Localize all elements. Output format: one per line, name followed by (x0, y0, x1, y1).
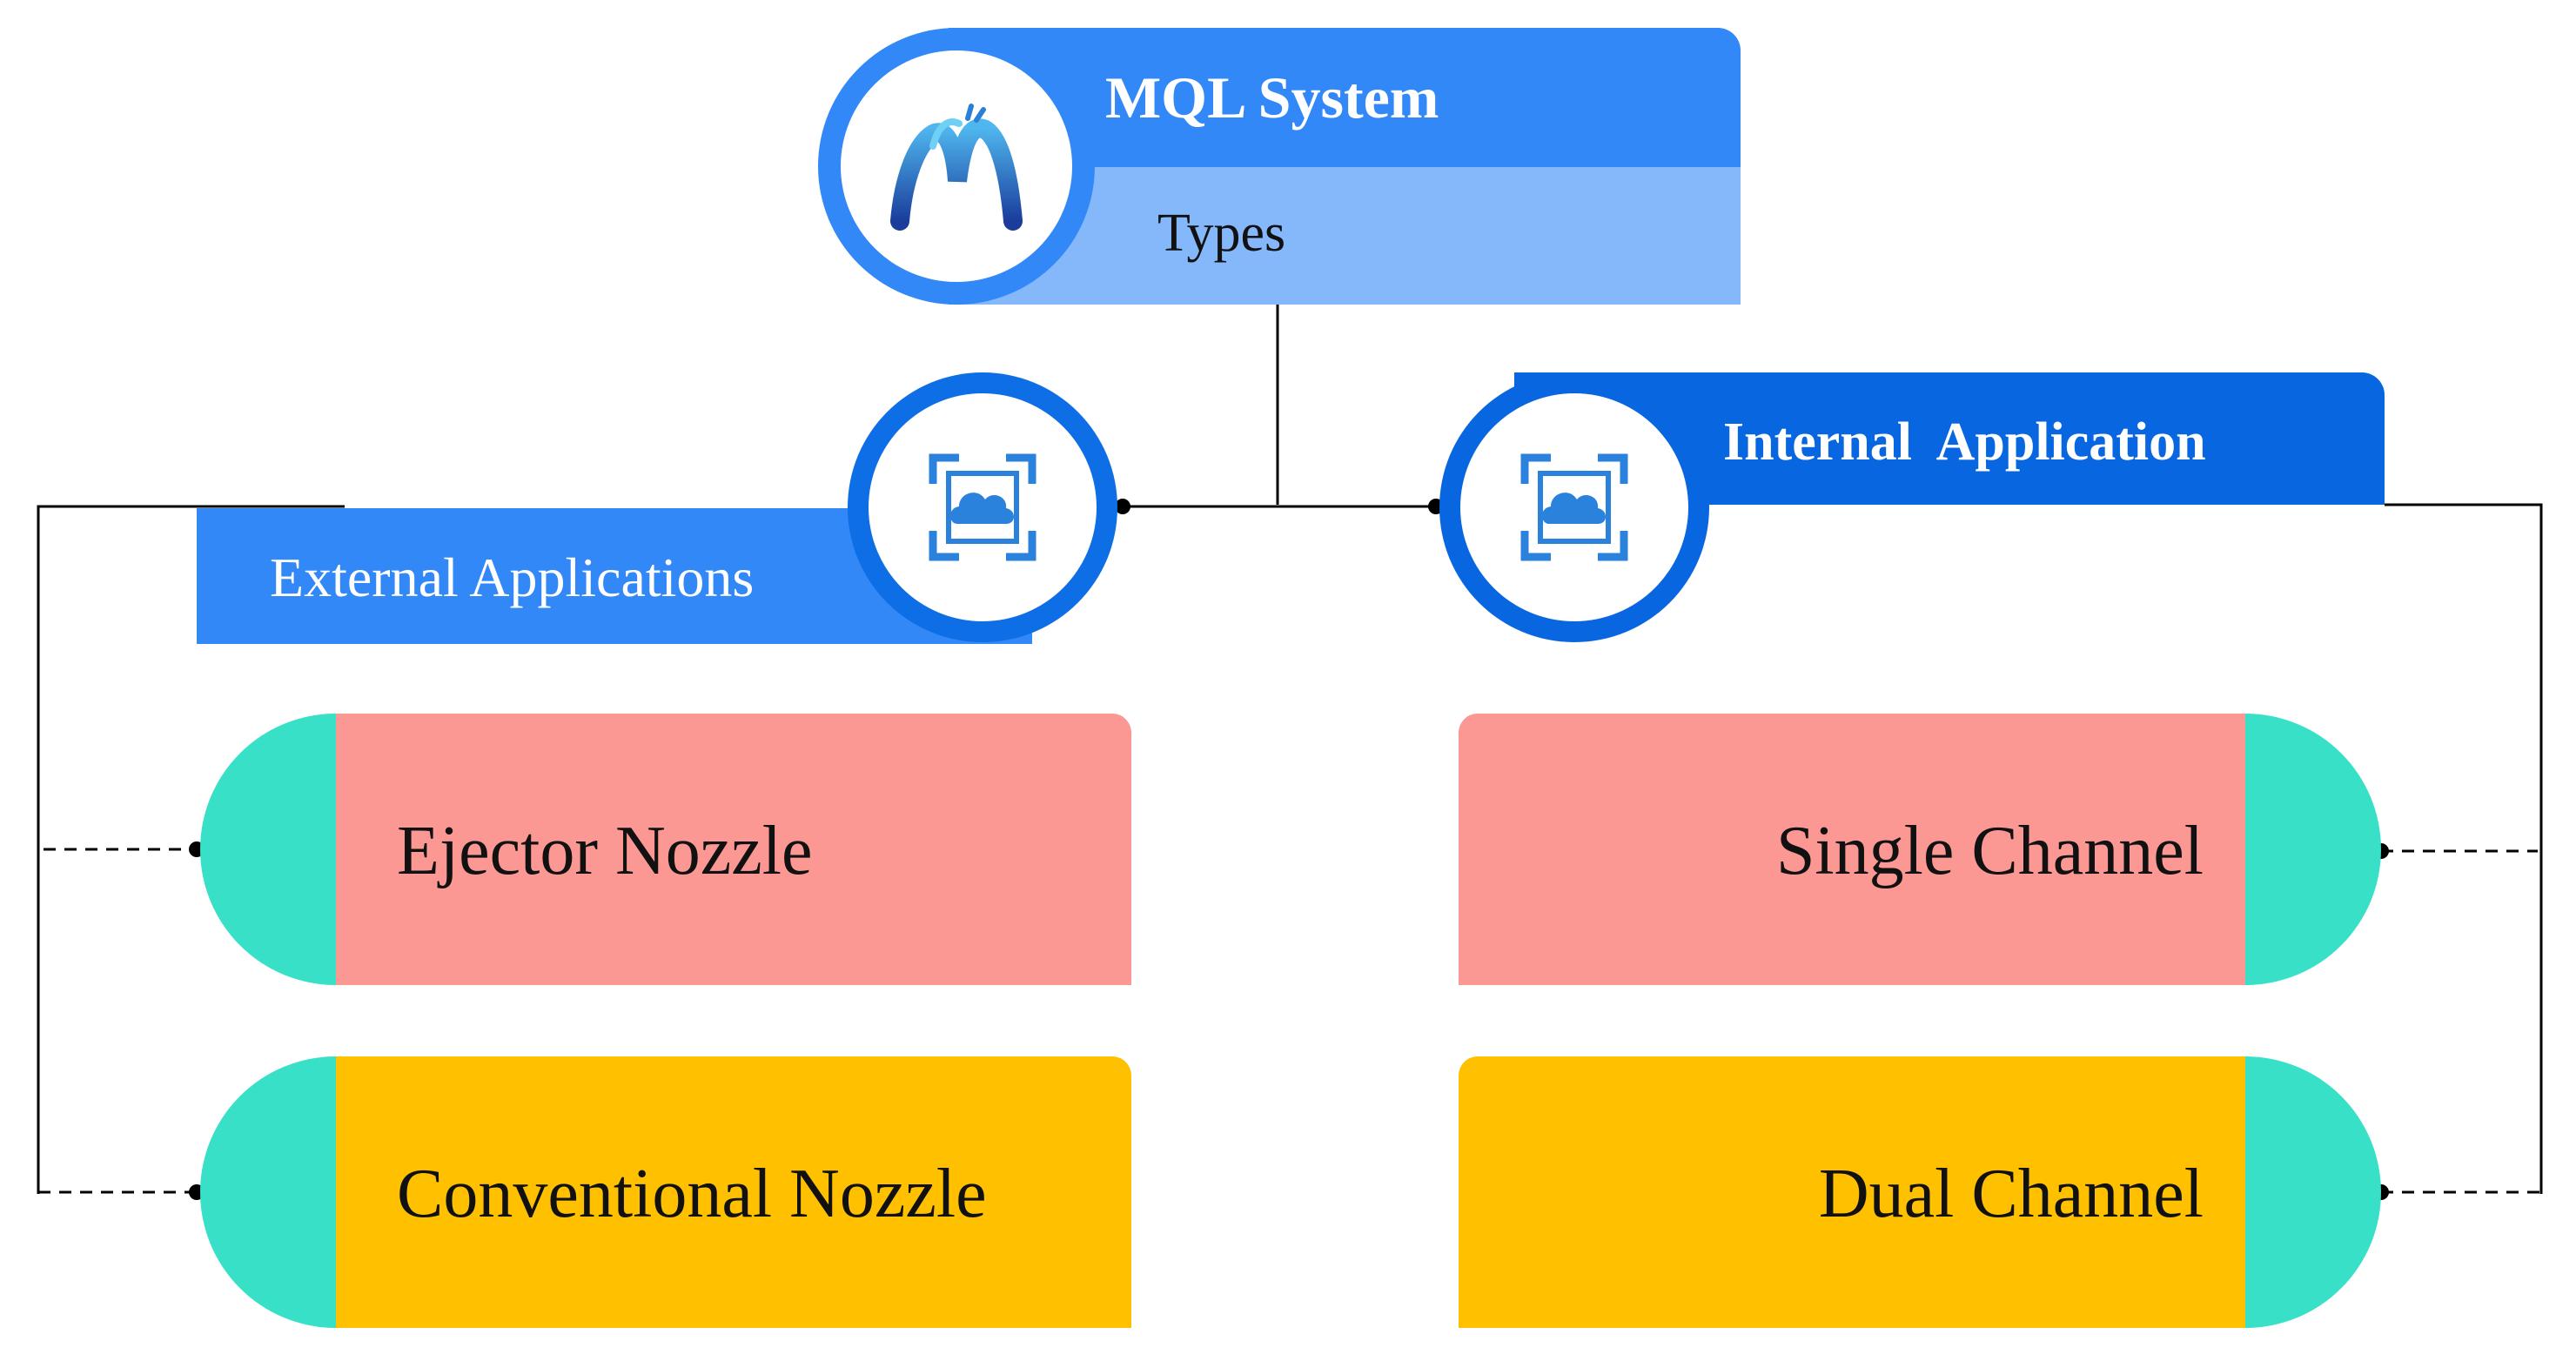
mql-logo-icon (841, 50, 1072, 282)
leaf-label: Dual Channel (1818, 1156, 2204, 1232)
leaf-label: Ejector Nozzle (397, 813, 813, 889)
left-bracket (37, 505, 345, 1194)
leaf-body (336, 1056, 1131, 1328)
leaf-cap (2245, 1056, 2381, 1328)
leaf-body (336, 714, 1131, 985)
root-logo-ring (818, 28, 1095, 305)
right-bracket (2385, 503, 2543, 1194)
root-title: MQL System (1105, 64, 1439, 131)
leaf-cap (2245, 714, 2381, 985)
cloud-app-icon (869, 393, 1097, 621)
leaf-cap (200, 714, 336, 985)
leaf-single-channel: Single Channel (1459, 714, 2381, 985)
leaf-dual-channel: Dual Channel (1459, 1056, 2381, 1328)
leaf-label: Single Channel (1775, 813, 2204, 889)
root-subtitle: Types (1157, 204, 1286, 263)
leaf-cap (200, 1056, 336, 1328)
leaf-conventional-nozzle: Conventional Nozzle (200, 1056, 1131, 1328)
leaf-ejector-nozzle: Ejector Nozzle (200, 714, 1131, 985)
leaf-label: Conventional Nozzle (397, 1156, 987, 1232)
external-category-label: External Applications (270, 546, 755, 608)
leaf-body (1459, 1056, 2245, 1328)
root-node: MQL System Types (818, 28, 1741, 305)
internal-category-ring (1439, 372, 1709, 642)
external-category-ring (848, 372, 1117, 642)
leaf-body (1459, 714, 2245, 985)
internal-category-label: Internal Application (1723, 412, 2206, 472)
cloud-app-icon (1460, 393, 1688, 621)
connector-dot-left (1115, 499, 1130, 514)
